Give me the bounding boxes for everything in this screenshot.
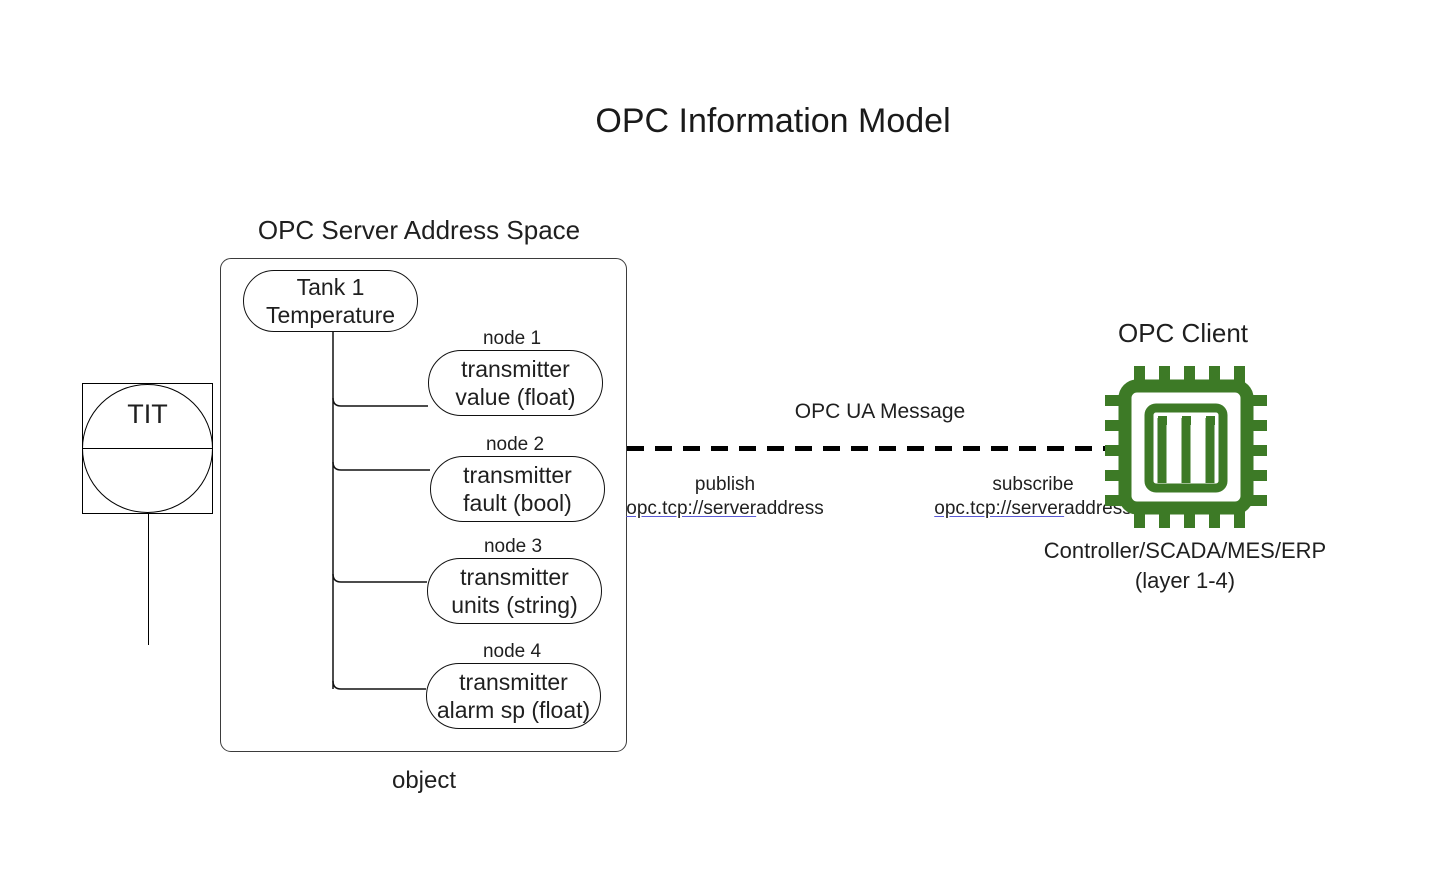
- cpu-chip-icon: [1105, 366, 1267, 528]
- node-label-line1: transmitter: [460, 563, 569, 590]
- opc-client-subtitle-line1: Controller/SCADA/MES/ERP: [1043, 538, 1327, 563]
- node-label-line2: fault (bool): [463, 490, 572, 516]
- page-title: OPC Information Model: [595, 102, 951, 140]
- node-label-line1: transmitter: [459, 668, 568, 695]
- subscribe-endpoint: subscribe opc.tcp://serveraddress: [934, 473, 1132, 522]
- node-4-caption: node 4: [482, 641, 542, 662]
- publish-endpoint: publish opc.tcp://serveraddress: [626, 473, 824, 522]
- node-label-line1: Tank 1: [296, 273, 365, 300]
- instrument-balloon-icon: TIT: [82, 383, 215, 516]
- publish-uri-tail: address: [756, 498, 824, 520]
- opc-client-caption: OPC Client: [1117, 318, 1249, 348]
- node-label-line2: value (float): [455, 384, 576, 410]
- node-3-caption: node 3: [483, 536, 543, 557]
- server-address-space-box: [220, 258, 627, 752]
- node-label-line2: units (string): [451, 592, 578, 618]
- publish-verb-label: publish: [694, 474, 756, 495]
- opc-client-subtitle-line2: (layer 1-4): [1134, 567, 1236, 593]
- server-address-space-caption: OPC Server Address Space: [257, 215, 581, 245]
- subscribe-uri-link[interactable]: opc.tcp://server: [934, 498, 1065, 520]
- node-2-caption: node 2: [485, 434, 545, 455]
- opc-ua-message-dashed-line: [627, 446, 1109, 451]
- subscribe-uri: opc.tcp://serveraddress: [934, 497, 1132, 521]
- opc-ua-message-caption: OPC UA Message: [794, 400, 966, 423]
- object-caption: object: [391, 767, 457, 794]
- opc-client-subtitle: Controller/SCADA/MES/ERP (layer 1-4): [1044, 536, 1326, 595]
- node-1-caption: node 1: [482, 328, 542, 349]
- instrument-divider: [82, 448, 213, 449]
- node-label-line2: alarm sp (float): [436, 697, 591, 723]
- publish-uri: opc.tcp://serveraddress: [626, 497, 824, 521]
- subscribe-verb-label: subscribe: [992, 474, 1074, 495]
- node-label-line2: Temperature: [265, 302, 396, 328]
- node-label-line1: transmitter: [463, 461, 572, 488]
- node-label-line1: transmitter: [461, 355, 570, 382]
- publish-uri-link[interactable]: opc.tcp://server: [626, 498, 757, 520]
- instrument-stem-line: [148, 514, 149, 645]
- instrument-tag-label: TIT: [127, 399, 168, 429]
